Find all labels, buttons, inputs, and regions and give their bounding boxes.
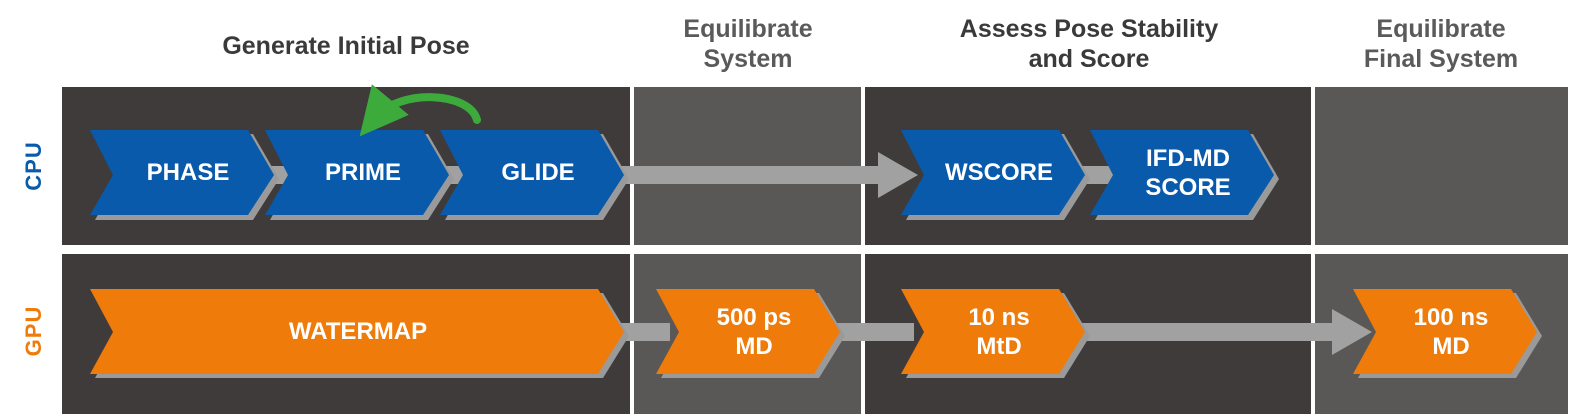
step-label-100ns-md: 100 ns MD: [1413, 303, 1489, 360]
step-label-phase: PHASE: [146, 159, 230, 186]
right-arrow-icon: [1080, 309, 1372, 355]
stage-title-assess-pose-stability: Assess Pose Stability and Score: [959, 15, 1219, 73]
chevron-phase: [90, 130, 279, 220]
stage-title-generate-initial-pose: Generate Initial Pose: [222, 32, 470, 60]
chevron-watermap: [90, 289, 629, 378]
curved-arrow-icon: [359, 84, 481, 137]
step-label-wscore: WSCORE: [945, 159, 1053, 186]
step-label-watermap: WATERMAP: [288, 318, 428, 345]
step-label-ifdmd-score: IFD-MD SCORE: [1145, 144, 1231, 201]
chevron-wscore: [901, 130, 1090, 220]
step-label-glide: GLIDE: [501, 159, 575, 186]
right-arrow-icon: [620, 152, 918, 198]
chevron-500ps-md: [656, 289, 845, 378]
connector-watermap-500ps: [620, 323, 670, 341]
chevron-10ns-mtd: [901, 289, 1090, 378]
chevron-ifdmd-score: [1090, 130, 1279, 220]
step-label-500ps-md: 500 ps MD: [716, 303, 792, 360]
stage-title-equilibrate-system: Equilibrate System: [683, 15, 813, 73]
chevron-glide: [440, 130, 629, 220]
connector-500ps-10ns: [834, 323, 914, 341]
chevron-prime: [265, 130, 454, 220]
step-label-prime: PRIME: [324, 159, 401, 186]
panel-cpu-final: [1315, 87, 1568, 245]
stage-title-equilibrate-final-system: Equilibrate Final System: [1363, 15, 1519, 73]
chevron-100ns-md: [1353, 289, 1542, 378]
step-label-10ns-mtd: 10 ns MtD: [968, 303, 1030, 360]
